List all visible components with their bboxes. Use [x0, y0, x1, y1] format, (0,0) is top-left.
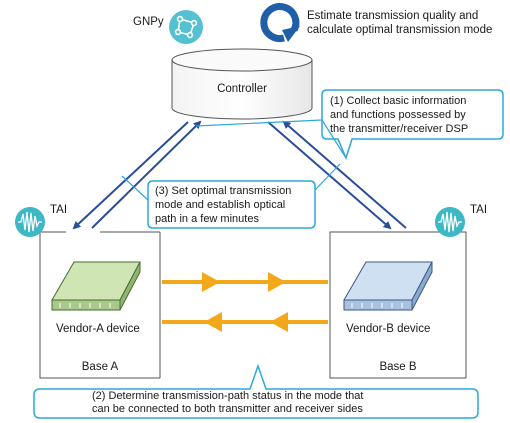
tai-left-icon [15, 207, 45, 237]
step2-line-1: (2) Determine transmission-path status i… [92, 390, 364, 402]
step2-line-2: can be connected to both transmitter and… [92, 403, 363, 415]
base-a-label: Base A [81, 361, 119, 373]
vendor-b-device-icon [343, 261, 433, 311]
tai-left-label: TAI [50, 204, 68, 216]
step1-line-2: and functions possessed by [330, 109, 466, 121]
step3-line-2: mode and establish optical [155, 199, 286, 211]
vendor-a-device-icon [51, 261, 141, 311]
step1-line-1: (1) Collect basic information [330, 95, 467, 107]
gnpy-label: GNPy [133, 16, 164, 28]
base-b-label: Base B [379, 361, 417, 373]
estimate-line-2: calculate optimal transmission mode [307, 24, 493, 36]
estimate-line-1: Estimate transmission quality and [307, 10, 479, 22]
callout-step1-shape [195, 89, 504, 161]
base-b-box [329, 231, 467, 379]
vendor-a-label: Vendor-A device [56, 323, 140, 335]
optical-path-forward [162, 272, 328, 292]
step3-line-1: (3) Set optimal transmission [155, 185, 292, 197]
vendor-b-label: Vendor-B device [346, 323, 431, 335]
step3-line-3: path in a few minutes [155, 213, 259, 225]
gnpy-network-icon [169, 10, 203, 44]
tai-right-icon [435, 207, 465, 237]
callout-step2-shape [33, 363, 479, 419]
optical-path-return [162, 312, 328, 332]
step1-line-3: the transmitter/receiver DSP [330, 123, 469, 135]
cycle-arrow-icon [260, 3, 300, 43]
callout-step3-shape [121, 163, 341, 229]
tai-right-label: TAI [470, 204, 488, 216]
controller-node [171, 48, 313, 120]
controller-label: Controller [217, 83, 267, 95]
base-a-box [39, 231, 161, 379]
